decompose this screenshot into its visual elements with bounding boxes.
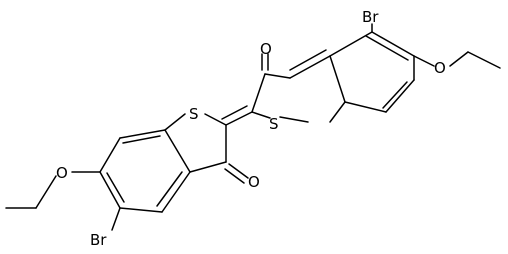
bond [279,116,309,123]
bond [251,111,271,119]
bond [156,171,183,207]
carbonyl-oxygen-label-top: O [260,40,272,58]
bond [119,129,166,139]
bond [371,31,415,57]
bromine-label-bottom: Br [90,231,107,249]
bond [413,55,435,67]
bond [382,81,408,109]
sulfur-label-bottom: S [189,105,199,123]
bond [99,137,121,173]
bond [228,163,249,179]
bond [204,113,227,126]
bond [329,31,373,57]
central-double-bond [221,105,253,126]
bond [329,55,346,103]
bond [99,171,121,209]
bond [35,175,57,209]
bond [164,129,191,173]
sulfur-label-top: S [269,115,279,133]
bond [385,79,415,113]
ether-oxygen-label-top: O [434,59,446,77]
bond [467,51,501,69]
bond [189,161,227,173]
bond [122,135,161,144]
bond [329,101,346,123]
bond [106,172,125,203]
atom-labels: Br O O S S O O Br [56,8,446,249]
bromine-label-top: Br [362,8,379,26]
bond [289,49,327,71]
bond [119,207,163,213]
bond [264,73,291,79]
bond [111,207,121,231]
lower-bicyclic-system [5,113,249,231]
bond [161,171,191,213]
bond [164,113,186,131]
bond [289,55,331,79]
bond [221,105,248,120]
bond [225,111,253,126]
bond [224,168,245,184]
bond [344,101,387,113]
carbonyl-oxygen-label-bottom: O [248,173,260,191]
bond [365,35,409,61]
bond [251,73,266,113]
ether-oxygen-label-bottom: O [56,164,68,182]
upper-bicyclic-system [251,23,501,123]
bond [449,51,469,67]
